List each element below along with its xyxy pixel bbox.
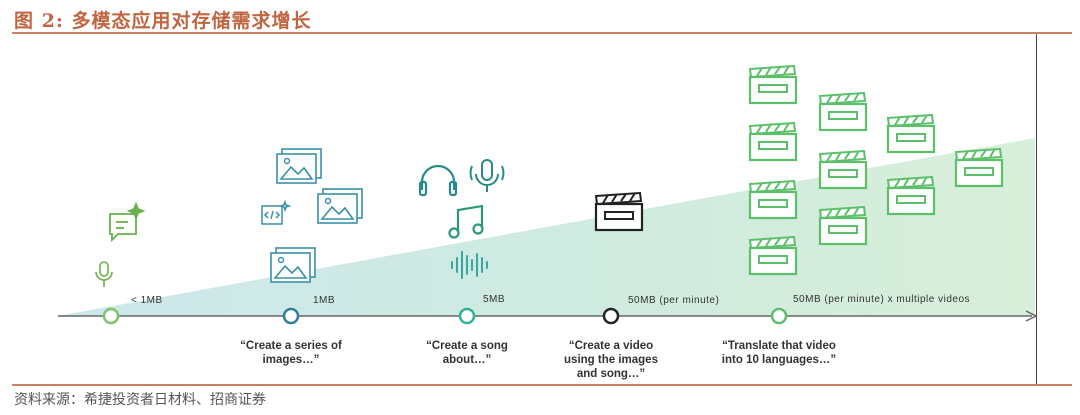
stage-marker-5	[770, 307, 788, 325]
clapperboard-icon	[748, 236, 798, 276]
growth-wedge	[58, 138, 1035, 316]
clapperboard-icon	[886, 176, 936, 216]
clapperboard-icon	[954, 148, 1004, 188]
size-label: 5MB	[483, 294, 506, 305]
prompt-line: using the images	[564, 354, 658, 366]
size-label: 1MB	[313, 295, 336, 306]
image-icon	[317, 188, 363, 224]
sound-wave-icon	[451, 251, 488, 279]
prompt-line: “Create a song	[426, 340, 508, 352]
prompt-line: and song…”	[576, 368, 646, 380]
size-label: 50MB (per minute) x multiple videos	[793, 294, 971, 305]
chat-sparkle-icon	[109, 201, 146, 243]
prompt-line: “Translate that video	[722, 340, 836, 352]
clapperboard-icon	[818, 92, 868, 132]
arrow-head-icon	[1025, 310, 1038, 322]
prompt-line: “Create a video	[568, 340, 654, 352]
prompt-text: “Create a series of images…”	[221, 339, 361, 367]
code-sparkle-icon	[261, 199, 292, 225]
stage-marker-4	[602, 307, 620, 325]
image-icon	[270, 247, 316, 283]
source-note: 资料来源：希捷投资者日材料、招商证券	[14, 392, 266, 408]
podcast-mic-icon	[469, 159, 505, 192]
clapperboard-icon	[748, 65, 798, 105]
size-label: 50MB (per minute)	[628, 295, 720, 306]
prompt-text: “Create a song about…”	[397, 339, 537, 367]
right-border	[1036, 34, 1037, 384]
clapperboard-icon	[594, 192, 644, 232]
clapperboard-icon	[886, 114, 936, 154]
clapperboard-icon	[748, 180, 798, 220]
prompt-line: “Create a series of	[240, 340, 342, 352]
stage-marker-1	[102, 307, 120, 325]
size-label: < 1MB	[131, 295, 163, 306]
figure-title: 图 2: 多模态应用对存储需求增长	[14, 10, 312, 32]
headphones-icon	[418, 164, 458, 197]
image-icon	[276, 148, 322, 184]
prompt-line: images…”	[262, 354, 320, 366]
prompt-line: about…”	[442, 354, 492, 366]
prompt-text: “Translate that video into 10 languages……	[699, 339, 859, 367]
music-note-icon	[448, 204, 484, 239]
stage-marker-2	[282, 307, 300, 325]
clapperboard-icon	[748, 122, 798, 162]
clapperboard-icon	[818, 206, 868, 246]
clapperboard-icon	[818, 150, 868, 190]
prompt-line: into 10 languages…”	[721, 354, 837, 366]
bottom-divider	[12, 384, 1072, 386]
stage-marker-3	[458, 307, 476, 325]
prompt-text: “Create a video using the images and son…	[541, 339, 681, 381]
microphone-icon	[95, 261, 113, 287]
top-divider	[12, 32, 1072, 34]
